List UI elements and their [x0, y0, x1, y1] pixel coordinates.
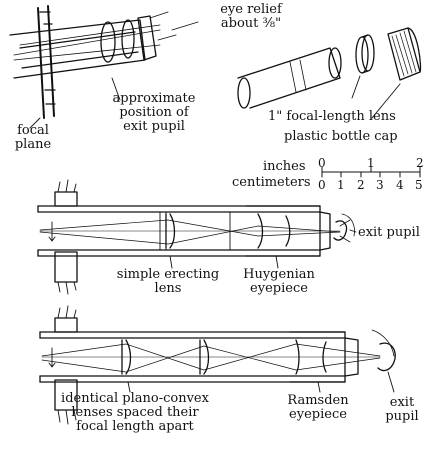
inch-tick-label: 0: [318, 156, 326, 170]
erecting-lens-label: simple erecting lens: [116, 267, 220, 296]
cm-tick-label: 2: [357, 178, 365, 192]
centimeters-label: centimeters: [232, 175, 311, 190]
huygenian-telescope-drawing: [37, 179, 357, 295]
focal-length-lens-label: 1" focal-length lens: [268, 109, 396, 124]
cm-tick-label: 1: [337, 178, 345, 192]
cm-tick-label: 5: [415, 178, 423, 192]
cm-tick-label: 4: [396, 178, 404, 192]
scale-bar-drawing: [321, 166, 421, 178]
exit-pupil-label-bottom: exit pupil: [385, 395, 419, 424]
inch-tick-label: 1: [367, 156, 375, 170]
ramsden-eyepiece-label: Ramsden eyepiece: [287, 393, 349, 422]
cm-tick-label: 0: [318, 178, 326, 192]
huygenian-eyepiece-label: Huygenian eyepiece: [243, 267, 315, 296]
ramsden-telescope-drawing: [39, 305, 396, 425]
eyepiece-closeup-drawing: [9, 5, 199, 129]
plano-convex-lenses-label: identical plano-convex lenses spaced the…: [61, 391, 209, 434]
inches-label: inches: [263, 159, 306, 174]
eye-relief-label: eye relief about ³⁄₈": [220, 2, 282, 31]
exit-pupil-label: exit pupil: [358, 225, 420, 240]
focal-plane-label: focal plane: [14, 123, 52, 152]
exit-pupil-position-label: approximate position of exit pupil: [112, 91, 196, 134]
inch-tick-label: 2: [416, 156, 424, 170]
exploded-parts-drawing: [237, 27, 422, 119]
cm-tick-label: 3: [376, 178, 384, 192]
bottle-cap-label: plastic bottle cap: [284, 129, 398, 144]
